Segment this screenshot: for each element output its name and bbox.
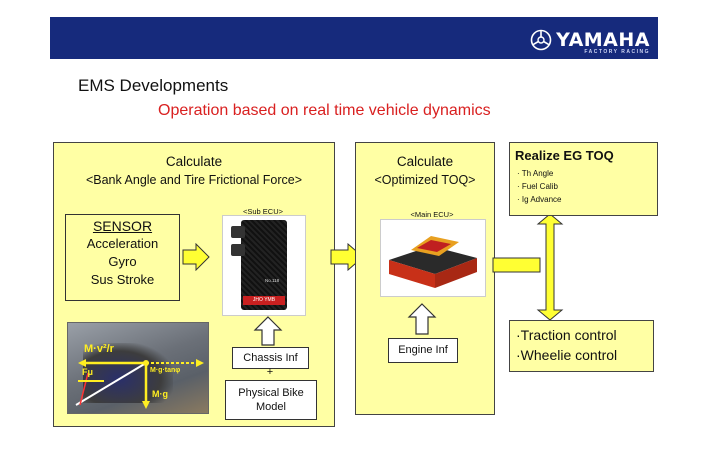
sub-ecu-brand: JHO YMB xyxy=(243,296,285,305)
realize-toq-list: · Th Angle · Fuel Calib · Ig Advance xyxy=(517,167,561,206)
page-subtitle: Operation based on real time vehicle dyn… xyxy=(158,102,491,119)
brand-name: YAMAHA xyxy=(556,28,650,51)
sub-ecu-tag: No.118 xyxy=(265,278,280,283)
main-ecu-image xyxy=(380,219,486,297)
realize-toq-panel xyxy=(509,142,658,216)
label-friction: Fμ xyxy=(82,367,94,377)
sensor-item-sus-stroke: Sus Stroke xyxy=(90,272,155,287)
brand-subtitle: FACTORY RACING xyxy=(584,49,650,55)
arrow-chassis-up-icon xyxy=(253,316,283,346)
label-tan: M·g·tanφ xyxy=(150,367,181,374)
sub-ecu-label: <Sub ECU> xyxy=(242,207,284,216)
yamaha-logo: YAMAHA FACTORY RACING xyxy=(530,25,650,55)
main-ecu-label: <Main ECU> xyxy=(410,210,454,219)
panel1-calc-detail: <Bank Angle and Tire Frictional Force> xyxy=(85,173,303,187)
label-centrifugal: M·v²/r xyxy=(84,343,114,355)
tuning-fork-emblem-icon xyxy=(530,29,552,51)
main-ecu-device xyxy=(389,236,477,288)
arrow-sensor-to-ecu-icon xyxy=(182,243,210,271)
sensor-item-acceleration: Acceleration xyxy=(86,236,159,251)
control-item-traction: ·Traction control xyxy=(516,327,617,343)
panel2-calc-detail: <Optimized TOQ> xyxy=(374,173,476,187)
physical-bike-model-label: Physical Bike Model xyxy=(238,387,304,413)
panel1-calc-label: Calculate xyxy=(165,154,223,169)
sub-ecu-device xyxy=(241,220,287,310)
sub-ecu-image: No.118 JHO YMB xyxy=(222,215,306,316)
control-item-wheelie: ·Wheelie control xyxy=(516,347,618,363)
plus-sign: + xyxy=(266,366,274,378)
page-title: EMS Developments xyxy=(78,76,229,95)
sensor-title: SENSOR xyxy=(92,218,153,234)
connector-top-icon xyxy=(231,226,245,238)
arrow-engine-up-icon xyxy=(407,303,437,335)
label-gravity: M·g xyxy=(152,389,168,399)
connector-bottom-icon xyxy=(231,244,245,256)
engine-inf-box: Engine Inf xyxy=(388,338,458,363)
toq-item-ig-advance: · Ig Advance xyxy=(517,195,562,204)
panel2-calc-label: Calculate xyxy=(396,154,454,169)
sensor-box: SENSOR Acceleration Gyro Sus Stroke xyxy=(65,214,180,301)
bank-angle-force-diagram: M·v²/r Fμ M·g M·g·tanφ xyxy=(67,322,209,414)
force-vectors xyxy=(75,359,204,409)
toq-item-fuel-calib: · Fuel Calib xyxy=(517,182,558,191)
physical-bike-model-box: Physical Bike Model xyxy=(225,380,317,420)
control-panel xyxy=(509,320,654,372)
chassis-inf-box: Chassis Inf xyxy=(232,347,309,369)
header-bar: YAMAHA FACTORY RACING xyxy=(50,17,658,59)
control-list: ·Traction control ·Wheelie control xyxy=(516,325,617,365)
arrow-output-connector-icon xyxy=(492,214,564,320)
sensor-item-gyro: Gyro xyxy=(108,254,137,269)
realize-toq-title: Realize EG TOQ xyxy=(515,148,614,163)
toq-item-th-angle: · Th Angle xyxy=(517,169,554,178)
